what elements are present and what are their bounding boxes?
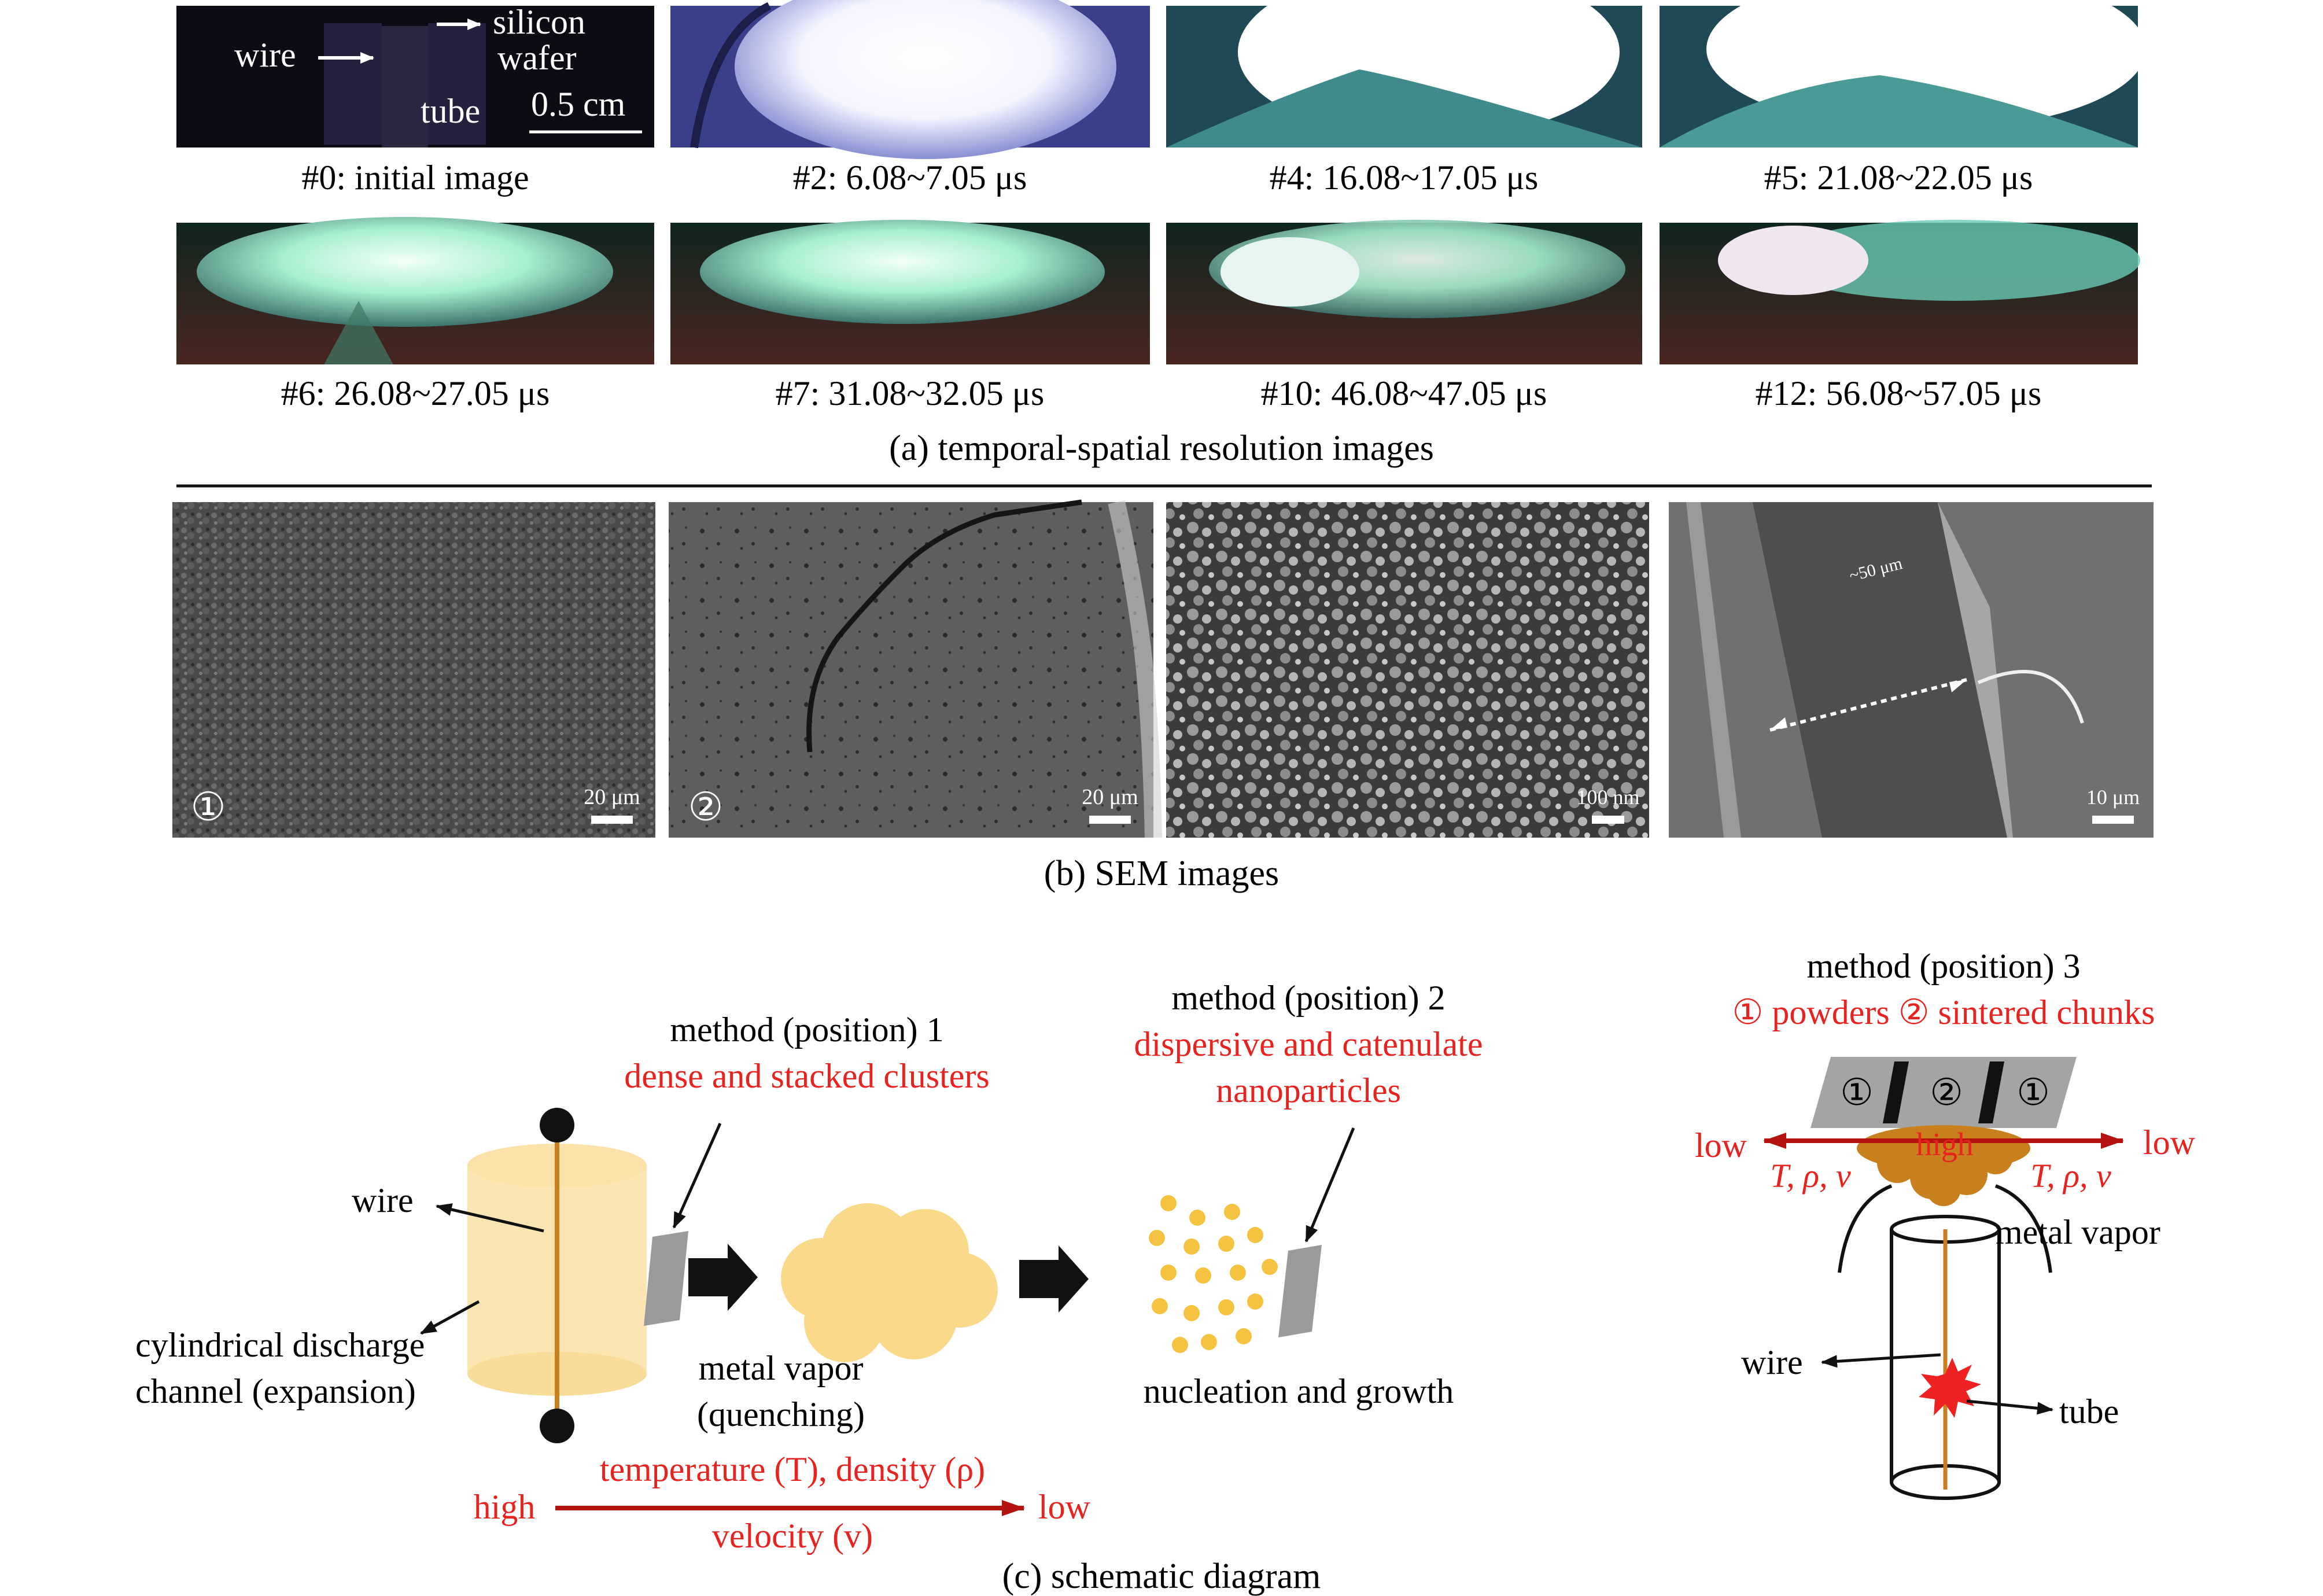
- nanoparticle-cluster: [1149, 1195, 1278, 1353]
- frame-4: [1166, 0, 1642, 148]
- tube: [1890, 1215, 2001, 1500]
- m2-description-line1: dispersive and catenulate: [1134, 1025, 1483, 1063]
- m3-params-right: T, ρ, v: [2030, 1157, 2111, 1195]
- m3-tube-label: tube: [2059, 1392, 2119, 1431]
- frame-label: #0: initial image: [301, 159, 529, 197]
- panel-c-caption: (c) schematic diagram: [1002, 1557, 1321, 1596]
- frame0-silicon-label: silicon: [493, 3, 585, 41]
- panel-b-caption: (b) SEM images: [1044, 854, 1279, 893]
- m3-low-left: low: [1695, 1126, 1747, 1164]
- channel-label-line1: cylindrical discharge: [135, 1326, 425, 1364]
- m3-title: method (position) 3: [1806, 947, 2080, 985]
- m1-pointer: [672, 1122, 722, 1229]
- m2-title: method (position) 2: [1171, 979, 1445, 1017]
- gradient-high: high: [474, 1488, 536, 1526]
- vapor-cloud: [781, 1203, 998, 1362]
- sem-scale-label: 10 μm: [2086, 786, 2140, 809]
- panel-a-caption: (a) temporal-spatial resolution images: [889, 429, 1434, 468]
- sem-scale-label: 100 nm: [1576, 786, 1639, 809]
- nucleation-label: nucleation and growth: [1144, 1372, 1454, 1410]
- m3-vapor-label: metal vapor: [1996, 1213, 2160, 1251]
- frame-label: #10: 46.08~47.05 μs: [1261, 374, 1547, 412]
- m3-wire-label: wire: [1741, 1343, 1803, 1381]
- sem-marker: ①: [191, 785, 226, 829]
- vapor-label-line1: metal vapor: [699, 1349, 864, 1387]
- frame-label: #4: 16.08~17.05 μs: [1270, 159, 1539, 197]
- discharge-spark: [1919, 1358, 1981, 1418]
- m3-params-left: T, ρ, v: [1770, 1157, 1851, 1195]
- frame-5: [1660, 0, 2146, 148]
- frame-6: [176, 217, 654, 364]
- m1-description: dense and stacked clusters: [624, 1057, 989, 1095]
- sem-scale-label: 20 μm: [1082, 785, 1138, 809]
- electrode-bottom: [540, 1409, 574, 1443]
- wafer-position-3: [1811, 1057, 2077, 1128]
- wire-label: wire: [352, 1181, 414, 1219]
- sem-image-3: 100 nm: [1166, 502, 1649, 838]
- frame-label: #2: 6.08~7.05 μs: [793, 159, 1027, 197]
- frame-10: [1166, 220, 1642, 364]
- frame0-scale-label: 0.5 cm: [531, 85, 625, 123]
- m3-low-right: low: [2143, 1123, 2196, 1162]
- flow-curve-right: [1994, 1184, 2052, 1273]
- gradient-low: low: [1038, 1488, 1091, 1526]
- frame-2: [670, 0, 1150, 159]
- frame0-wafer-label: wafer: [497, 39, 577, 77]
- frame0-tube-label: tube: [421, 92, 480, 130]
- frame-7: [670, 220, 1150, 364]
- m3-wire-pointer: [1821, 1353, 1941, 1368]
- sem-image-2: 20 μm ②: [669, 499, 1162, 838]
- m2-description-line2: nanoparticles: [1216, 1071, 1401, 1110]
- m3-description: ① powders ② sintered chunks: [1732, 993, 2155, 1031]
- wafer-marker: ①: [1840, 1072, 1873, 1113]
- channel-label-line2: channel (expansion): [135, 1372, 416, 1410]
- electrode-top: [540, 1108, 574, 1142]
- channel-pointer: [420, 1300, 480, 1335]
- frame-0: wire silicon wafer tube 0.5 cm: [176, 3, 654, 148]
- m1-title: method (position) 1: [670, 1011, 943, 1049]
- sem-image-4: ~50 μm 10 μm: [1669, 502, 2154, 838]
- frame-label: #5: 21.08~22.05 μs: [1764, 159, 2033, 197]
- gradient-label-top: temperature (T), density (ρ): [600, 1450, 985, 1488]
- sem-scale-label: 20 μm: [584, 785, 640, 809]
- frame-label: #6: 26.08~27.05 μs: [281, 374, 550, 412]
- m2-pointer: [1304, 1127, 1355, 1243]
- sem-marker: ②: [688, 785, 724, 829]
- frame-label: #12: 56.08~57.05 μs: [1756, 374, 2042, 412]
- vapor-deposit: [1857, 1125, 2030, 1206]
- thickness-arrow: [1769, 678, 1967, 732]
- substrate-position-2: [1278, 1245, 1322, 1337]
- m3-high: high: [1916, 1127, 1974, 1163]
- wafer-marker: ①: [2016, 1072, 2049, 1113]
- substrate-position-1: [644, 1231, 688, 1326]
- process-arrow-2: [1019, 1245, 1089, 1313]
- gradient-label-bottom: velocity (v): [712, 1517, 873, 1555]
- frame0-wire-label: wire: [234, 36, 296, 74]
- m3-tube-pointer: [1966, 1399, 2053, 1415]
- sem-image-1: 20 μm ①: [172, 502, 655, 838]
- wire-pointer: [436, 1203, 544, 1233]
- frame-12: [1660, 220, 2140, 364]
- vapor-label-line2: (quenching): [697, 1395, 865, 1433]
- wafer-marker: ②: [1930, 1072, 1963, 1113]
- frame-label: #7: 31.08~32.05 μs: [776, 374, 1045, 412]
- discharge-cylinder: [467, 1108, 647, 1443]
- flow-curve-left: [1838, 1184, 1893, 1273]
- process-arrow-1: [688, 1244, 758, 1311]
